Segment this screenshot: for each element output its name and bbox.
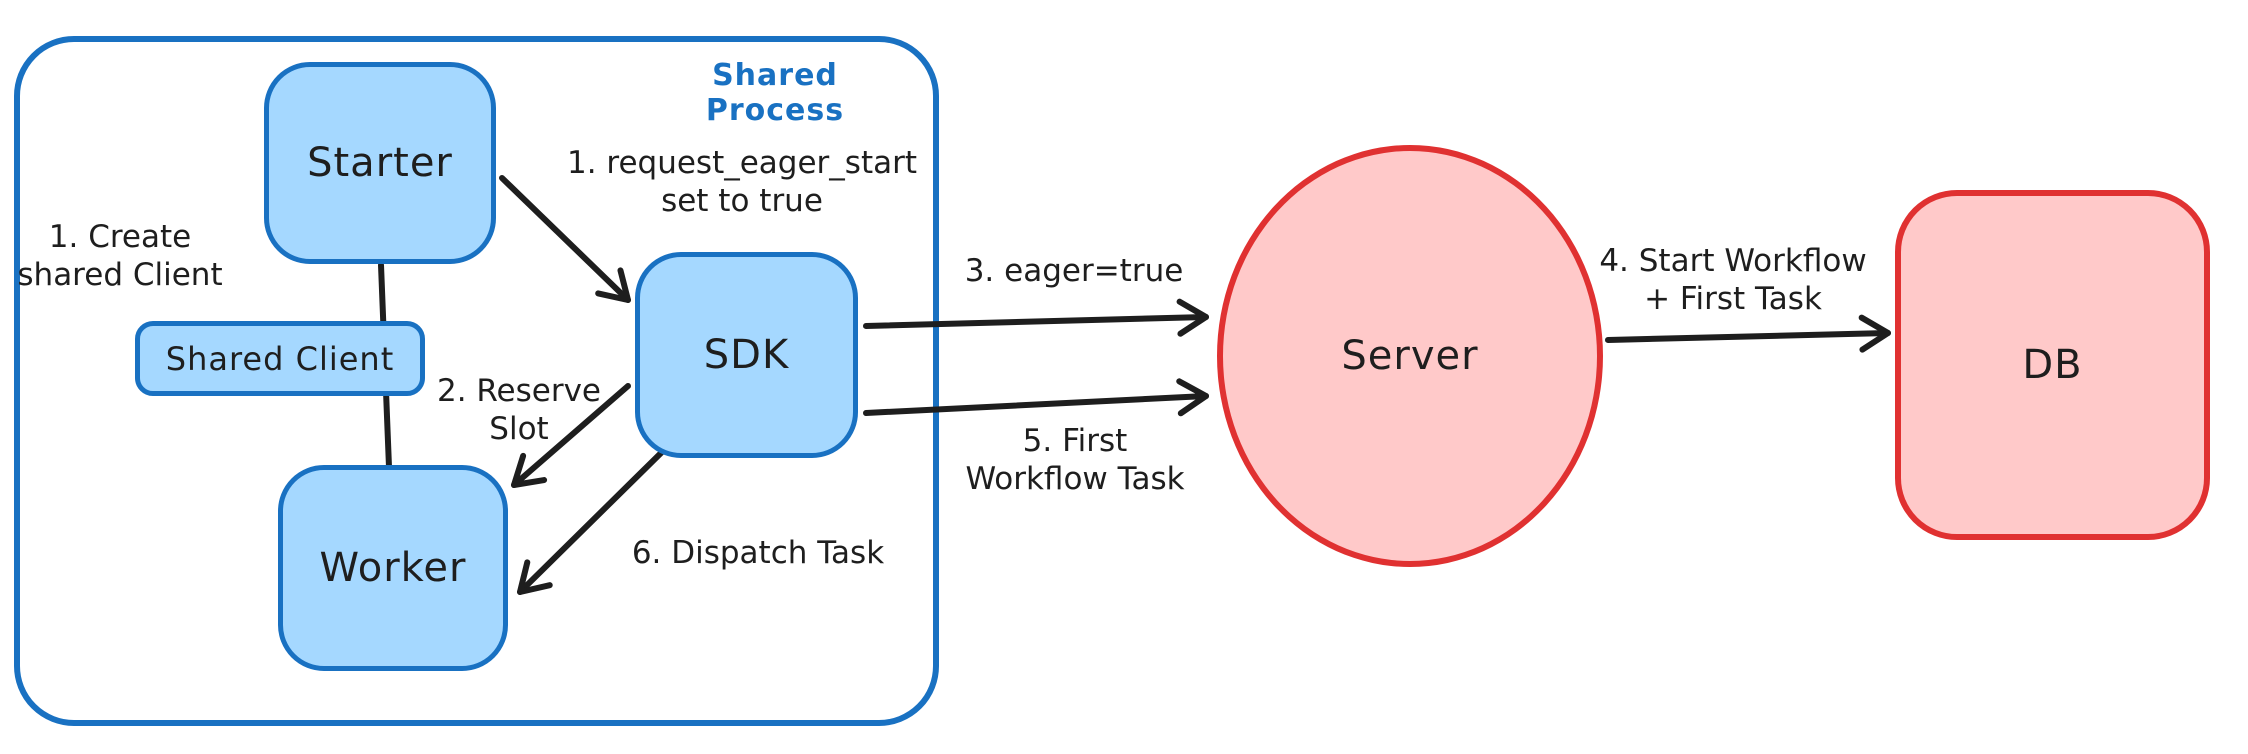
annotation-line: Slot bbox=[489, 411, 549, 447]
worker-node: Worker bbox=[278, 465, 508, 671]
annotation-dispatch-task: 6. Dispatch Task bbox=[608, 534, 908, 572]
shared-process-label: Shared Process bbox=[705, 58, 845, 128]
sdk-to-server-first-task-arrow bbox=[863, 378, 1209, 417]
starter-to-sdk-arrow bbox=[499, 175, 631, 303]
db-node: DB bbox=[1895, 190, 2210, 540]
annotation-line: 1. Create bbox=[48, 219, 192, 255]
annotation-line: 3. eager=true bbox=[964, 253, 1184, 289]
annotation-reserve-slot: 2. Reserve Slot bbox=[419, 372, 619, 448]
sdk-label: SDK bbox=[703, 332, 790, 378]
annotation-eager-true: 3. eager=true bbox=[944, 252, 1204, 290]
worker-label: Worker bbox=[319, 545, 467, 591]
annotation-line: 4. Start Workflow bbox=[1599, 243, 1867, 279]
annotation-start-workflow: 4. Start Workflow + First Task bbox=[1583, 242, 1883, 318]
annotation-line: 5. First bbox=[1022, 423, 1128, 459]
annotation-first-workflow-task: 5. First Workflow Task bbox=[945, 422, 1205, 498]
shared-process-container bbox=[14, 36, 939, 726]
sdk-to-worker-reserve-arrow bbox=[511, 383, 631, 488]
annotation-request-eager-start: 1. request_eager_start set to true bbox=[542, 144, 942, 220]
starter-label: Starter bbox=[307, 140, 453, 186]
server-to-db-arrow bbox=[1605, 314, 1891, 353]
shared-client-label: Shared Client bbox=[165, 339, 395, 378]
annotation-line: 1. request_eager_start bbox=[566, 145, 918, 181]
annotation-line: Workflow Task bbox=[965, 461, 1185, 497]
sdk-to-server-eager-arrow bbox=[863, 298, 1209, 337]
annotation-line: + First Task bbox=[1644, 281, 1822, 317]
db-label: DB bbox=[2022, 342, 2083, 388]
server-label: Server bbox=[1341, 333, 1479, 379]
annotation-line: 2. Reserve bbox=[436, 373, 602, 409]
annotation-line: shared Client bbox=[17, 257, 223, 293]
starter-node: Starter bbox=[264, 62, 496, 264]
annotation-line: 6. Dispatch Task bbox=[631, 535, 885, 571]
annotation-line: set to true bbox=[661, 183, 823, 219]
server-node: Server bbox=[1217, 145, 1603, 567]
sdk-to-worker-dispatch-arrow bbox=[517, 449, 665, 595]
annotation-create-shared-client: 1. Create shared Client bbox=[0, 218, 240, 294]
shared-client-node: Shared Client bbox=[135, 321, 425, 396]
sdk-node: SDK bbox=[635, 252, 858, 458]
